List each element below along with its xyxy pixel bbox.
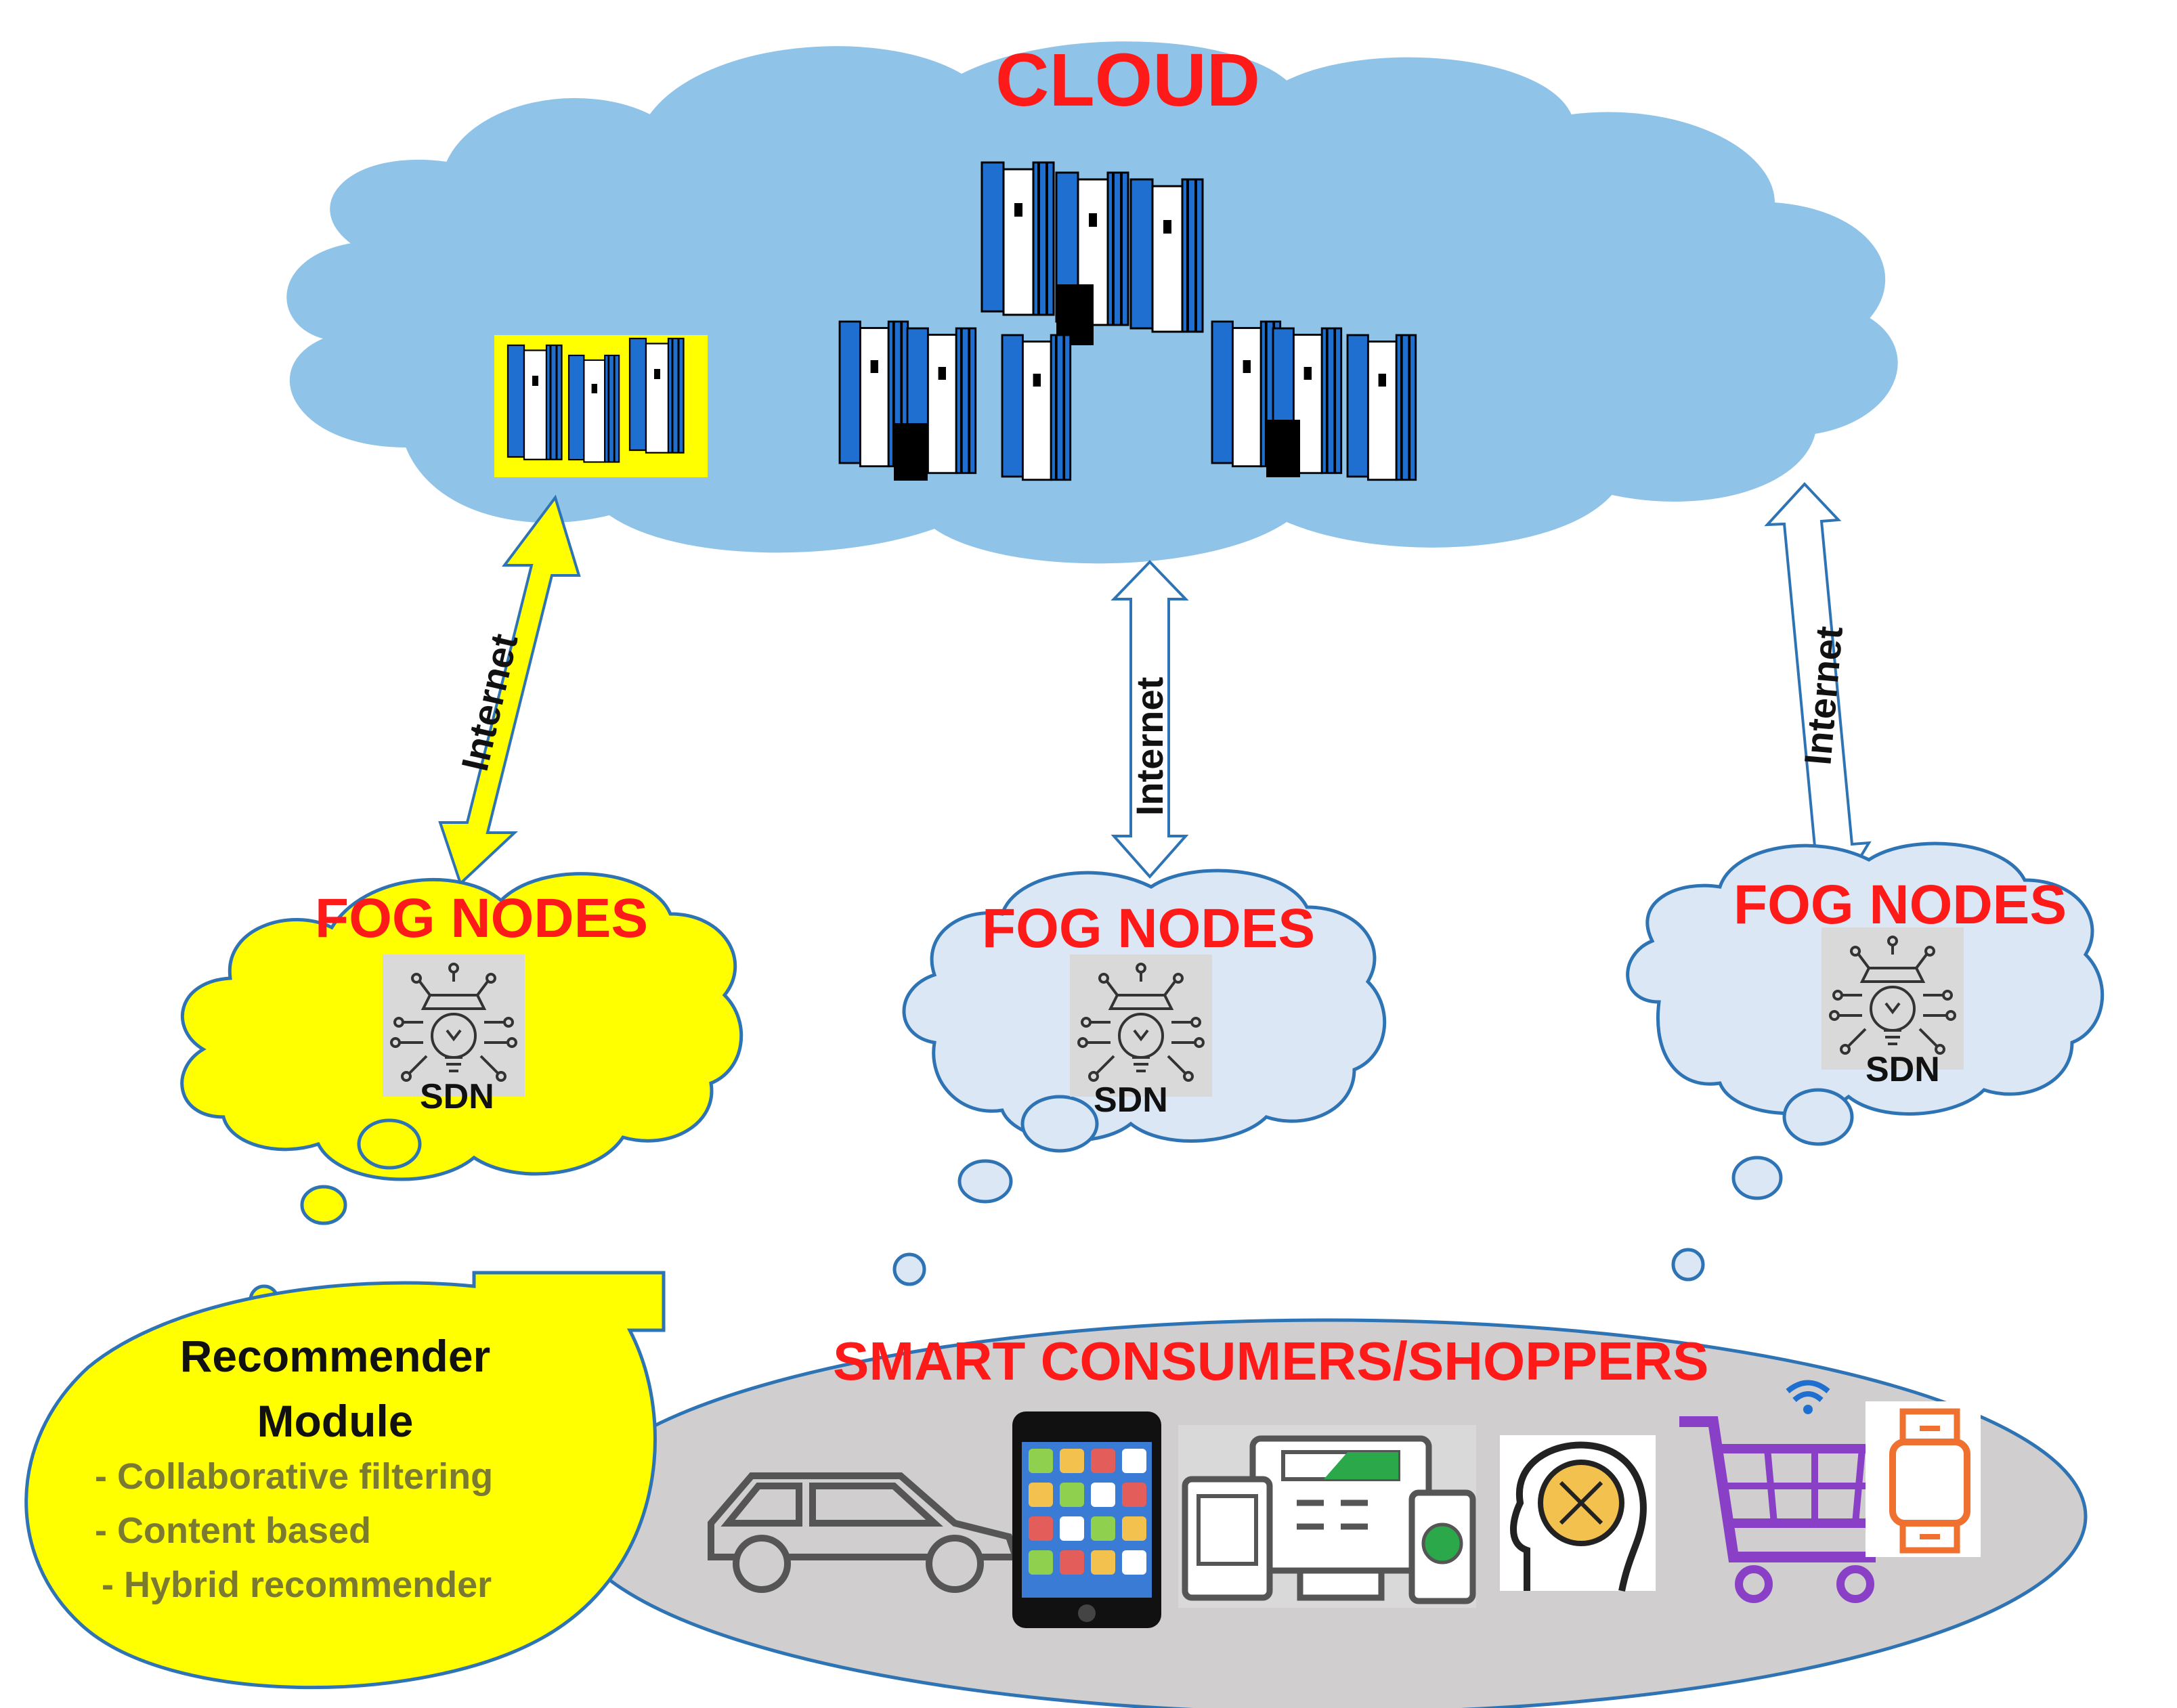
server-cluster-left-icon <box>838 320 1072 481</box>
brain-puzzle-icon <box>1500 1435 1656 1592</box>
server-cluster-right-icon <box>1211 320 1417 481</box>
fog-bubbles-right <box>1671 1088 1854 1282</box>
multi-device-icon <box>1178 1425 1476 1608</box>
sdn-controller-icon-right <box>1820 926 1965 1071</box>
sdn-label-right: SDN <box>1866 1050 1940 1089</box>
recommender-bubble <box>24 1271 666 1690</box>
recommender-item-collaborative: - Collaborative filtering <box>95 1456 494 1497</box>
cloud-title: CLOUD <box>995 39 1261 122</box>
recommender-item-content: - Content based <box>95 1510 372 1551</box>
sdn-label-left: SDN <box>420 1077 494 1116</box>
fog-title-right: FOG NODES <box>1733 874 2067 936</box>
internet-label-center: Internet <box>1128 676 1171 816</box>
sdn-controller-icon-left <box>381 953 526 1098</box>
smartwatch-icon <box>1866 1401 1981 1557</box>
recommender-title: Recommender Module <box>179 1331 491 1446</box>
consumers-title: SMART CONSUMERS/SHOPPERS <box>833 1331 1709 1391</box>
highlighted-server-icon <box>494 335 708 477</box>
fog-title-left: FOG NODES <box>315 888 649 949</box>
fog-title-center: FOG NODES <box>982 898 1316 959</box>
internet-arrow-center <box>1111 560 1189 879</box>
recommender-item-hybrid: - Hybrid recommender <box>102 1564 492 1605</box>
sdn-label-center: SDN <box>1094 1080 1168 1120</box>
fog-bubbles-center <box>892 1095 1099 1286</box>
sdn-controller-icon-center <box>1069 953 1213 1098</box>
smartphone-icon <box>1012 1411 1161 1628</box>
